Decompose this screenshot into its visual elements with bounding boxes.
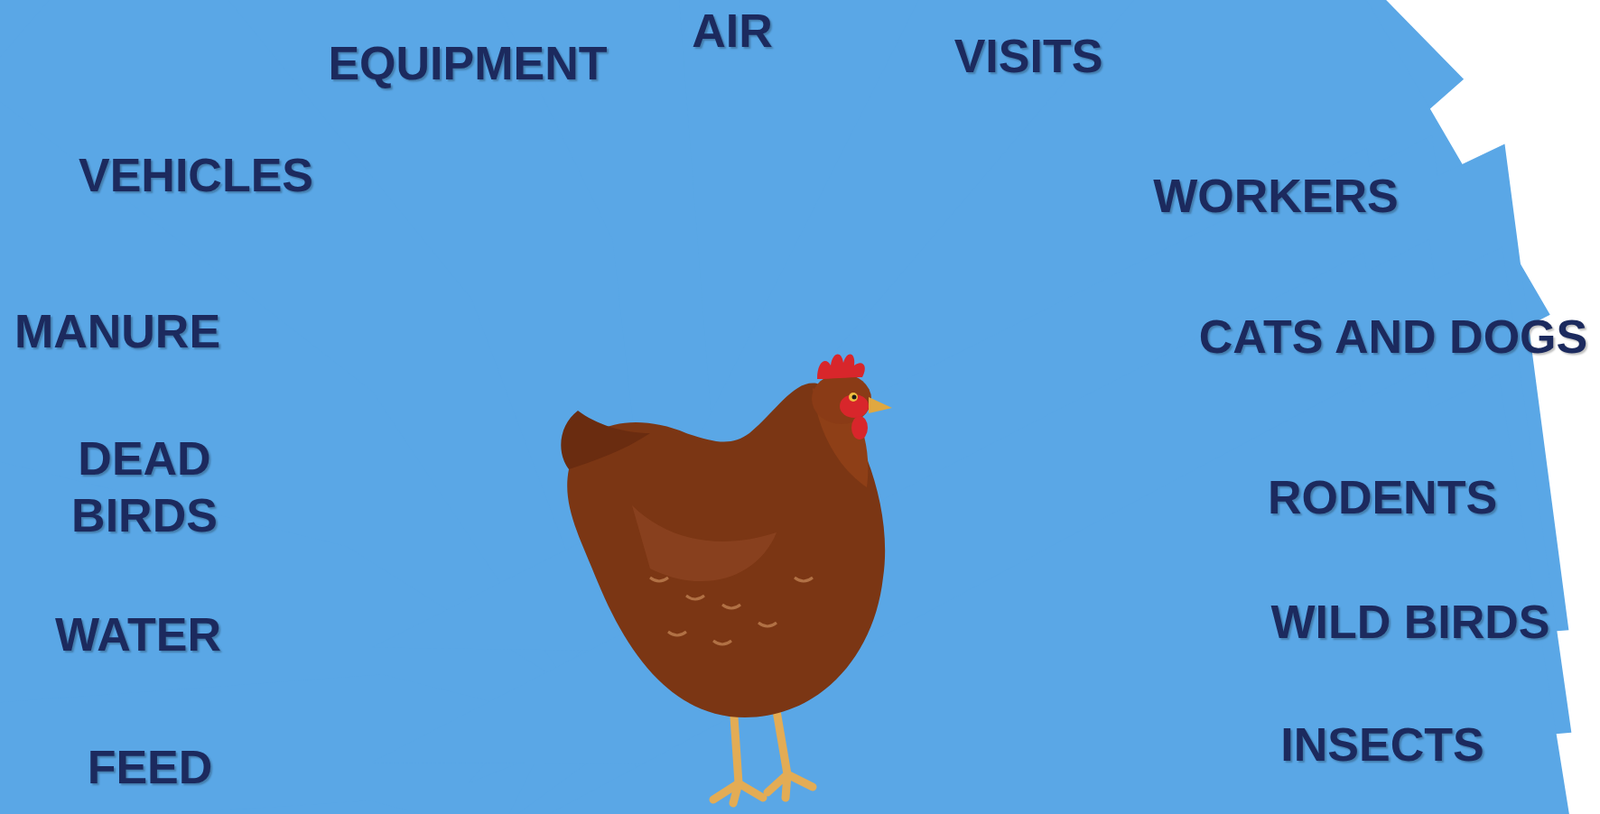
source-label: DEAD BIRDS [63,430,226,545]
source-label: MANURE [14,303,221,361]
source-label: WATER [55,606,222,664]
hen-illustration [560,354,893,804]
source-label: CATS AND DOGS [1199,308,1588,366]
source-label: AIR [691,2,773,60]
source-label: VISITS [954,27,1104,85]
source-label: WILD BIRDS [1270,594,1550,652]
source-label: INSECTS [1280,716,1484,774]
bolt-arrow [951,701,1201,814]
source-label: RODENTS [1267,469,1498,527]
source-label: VEHICLES [78,147,314,205]
source-label: EQUIPMENT [327,35,607,93]
source-label: WORKERS [1153,167,1399,225]
source-label: FEED [87,739,214,797]
